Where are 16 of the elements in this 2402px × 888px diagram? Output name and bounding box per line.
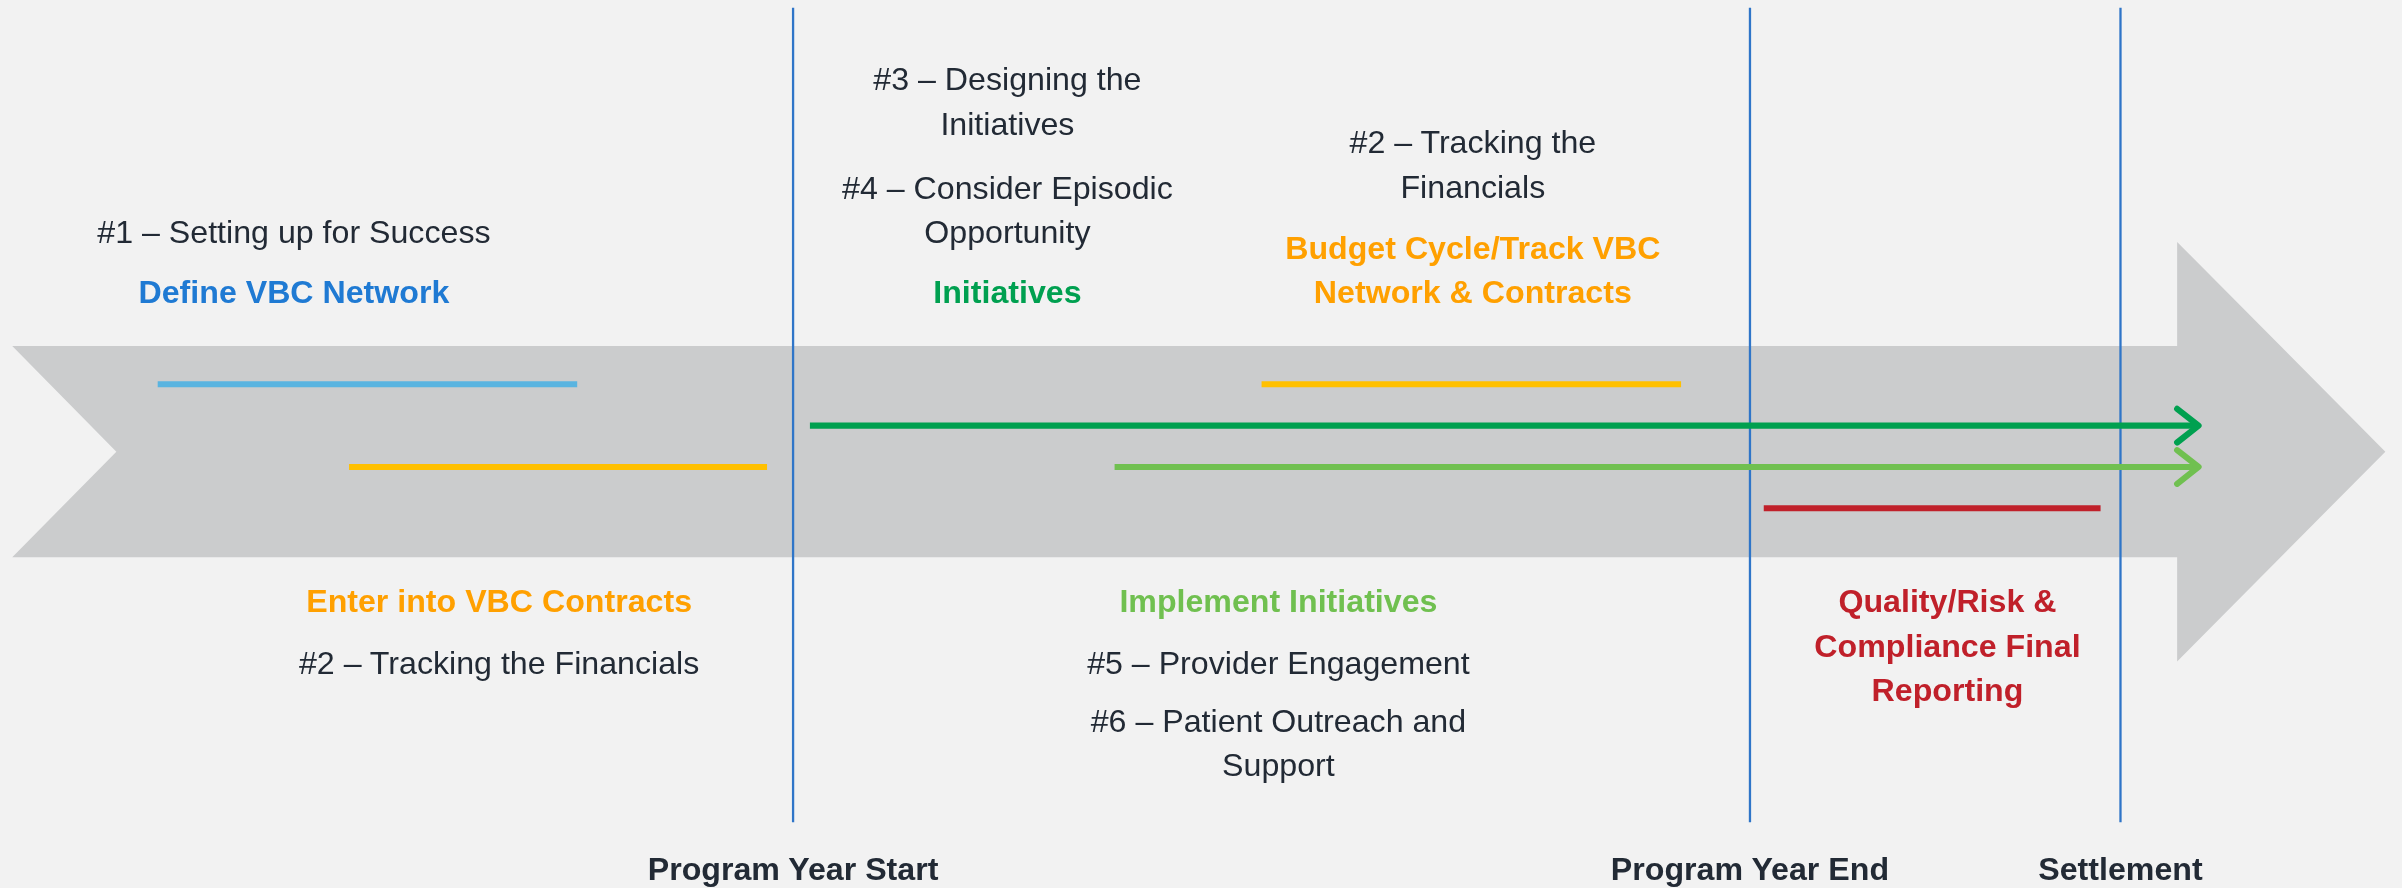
phase-label: Quality/Risk & Compliance Final Reporting	[1813, 582, 2082, 710]
step-label: #4 – Consider Episodic Opportunity	[841, 168, 1174, 252]
phase-label: Implement Initiatives	[1118, 582, 1439, 621]
step-label: #2 – Tracking the Financials	[297, 643, 701, 683]
step-label: #6 – Patient Outreach and Support	[1089, 701, 1468, 785]
phase-label: Enter into VBC Contracts	[305, 582, 694, 621]
milestone-label: Settlement	[2037, 850, 2204, 888]
phase-label: Budget Cycle/Track VBC Network & Contracts	[1284, 228, 1662, 312]
step-label: #2 – Tracking the Financials	[1348, 123, 1598, 206]
milestone-label: Program Year End	[1609, 850, 1891, 888]
phase-label: Define VBC Network	[137, 273, 451, 312]
milestone-label: Program Year Start	[646, 850, 940, 888]
phase-label: Initiatives	[932, 273, 1083, 312]
step-label: #1 – Setting up for Success	[96, 213, 492, 252]
step-label: #3 – Designing the Initiatives	[872, 60, 1143, 143]
step-label: #5 – Provider Engagement	[1086, 643, 1471, 683]
